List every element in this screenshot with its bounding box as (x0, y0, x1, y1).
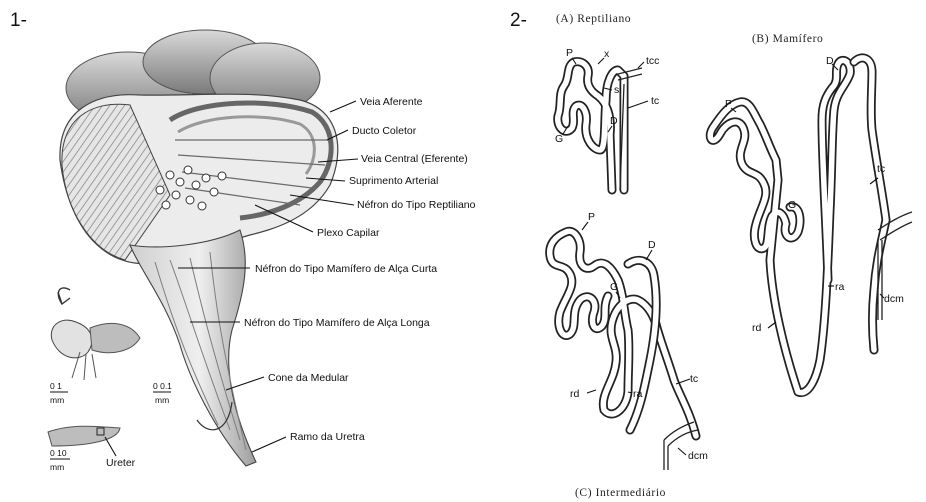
title-intermediate: (C) Intermediário (575, 487, 666, 499)
inset-kidney (48, 288, 140, 446)
int-leader-rd (587, 390, 596, 393)
inset-lobe (51, 320, 92, 358)
rep-leader-tc (628, 101, 648, 108)
rep-label-d: D (610, 115, 618, 127)
rep-label-tc: tc (651, 95, 659, 107)
scale-bar-b: 0 0.1 mm (153, 381, 172, 405)
int-label-rd: rd (570, 388, 579, 400)
label-veia-central: Veia Central (Eferente) (361, 153, 468, 165)
title-reptilian: (A) Reptiliano (556, 13, 631, 25)
scale-c-unit: mm (50, 462, 64, 472)
panel-2: 2- (A) Reptiliano P x si G D tcc tc (B) … (510, 10, 912, 499)
rep-label-p: P (566, 47, 573, 59)
inset-arrow-head (58, 292, 70, 304)
label-alca-longa: Néfron do Tipo Mamífero de Alça Longa (244, 317, 430, 329)
intermediate-tubule-lumen (550, 231, 696, 436)
label-veia-aferente: Veia Aferente (360, 96, 423, 108)
label-ducto-coletor: Ducto Coletor (352, 125, 417, 137)
nephron-intermediate: (C) Intermediário P D G rd ra tc dcm (550, 211, 708, 499)
int-label-tc: tc (690, 373, 698, 385)
scale-a-unit: mm (50, 395, 64, 405)
mam-label-ra: ra (835, 281, 844, 293)
label-ramo-uretra: Ramo da Uretra (290, 431, 365, 443)
label-cone-medular: Cone da Medular (268, 372, 349, 384)
leader-veia-aferente (330, 101, 356, 112)
int-leader-d (646, 250, 652, 260)
rep-label-si: si (614, 84, 622, 96)
inset-ureter (48, 426, 120, 446)
mam-label-g: G (788, 199, 796, 211)
rep-label-x: x (604, 48, 610, 60)
int-label-d: D (648, 239, 656, 251)
int-label-g: G (610, 281, 618, 293)
nephron-mammal: (B) Mamífero P D G tc ra rd dcm (710, 33, 912, 393)
int-leader-p (582, 222, 588, 230)
leader-cone-medular (226, 377, 264, 390)
scale-c-value: 0 10 (50, 448, 67, 458)
ureter-leader (105, 437, 116, 456)
int-label-ra: ra (633, 388, 642, 400)
label-suprimento-arterial: Suprimento Arterial (349, 175, 438, 187)
rep-label-tcc: tcc (646, 55, 659, 67)
leader-ramo-uretra (252, 437, 286, 452)
int-label-p: P (588, 211, 595, 223)
rep-leader-tcc (638, 62, 644, 68)
panel-1-number: 1- (10, 10, 27, 31)
label-plexo-capilar: Plexo Capilar (317, 227, 380, 239)
scale-b-unit: mm (155, 395, 169, 405)
int-leader-dcm (678, 448, 686, 455)
rep-label-g: G (555, 133, 563, 145)
scale-bar-a: 0 1 mm (50, 381, 68, 405)
panel-2-number: 2- (510, 10, 527, 31)
inset-body (90, 323, 140, 352)
panel-1: 1- (10, 10, 476, 472)
mam-label-rd: rd (752, 322, 761, 334)
kidney-lobe-illustration (60, 30, 338, 466)
nephron-reptilian: (A) Reptiliano P x si G D tcc tc (555, 13, 659, 190)
mam-label-tc: tc (877, 163, 885, 175)
scale-bar-c: 0 10 mm (50, 448, 70, 472)
mam-label-dcm: dcm (884, 293, 904, 305)
int-label-dcm: dcm (688, 450, 708, 462)
ureter-label: Ureter (106, 457, 136, 469)
title-mammal: (B) Mamífero (752, 33, 823, 45)
label-alca-curta: Néfron do Tipo Mamífero de Alça Curta (255, 263, 437, 275)
rep-leader-x (598, 58, 604, 64)
label-nefron-reptiliano: Néfron do Tipo Reptiliano (357, 199, 476, 211)
scale-b-value: 0 0.1 (153, 381, 172, 391)
scale-a-value: 0 1 (50, 381, 62, 391)
